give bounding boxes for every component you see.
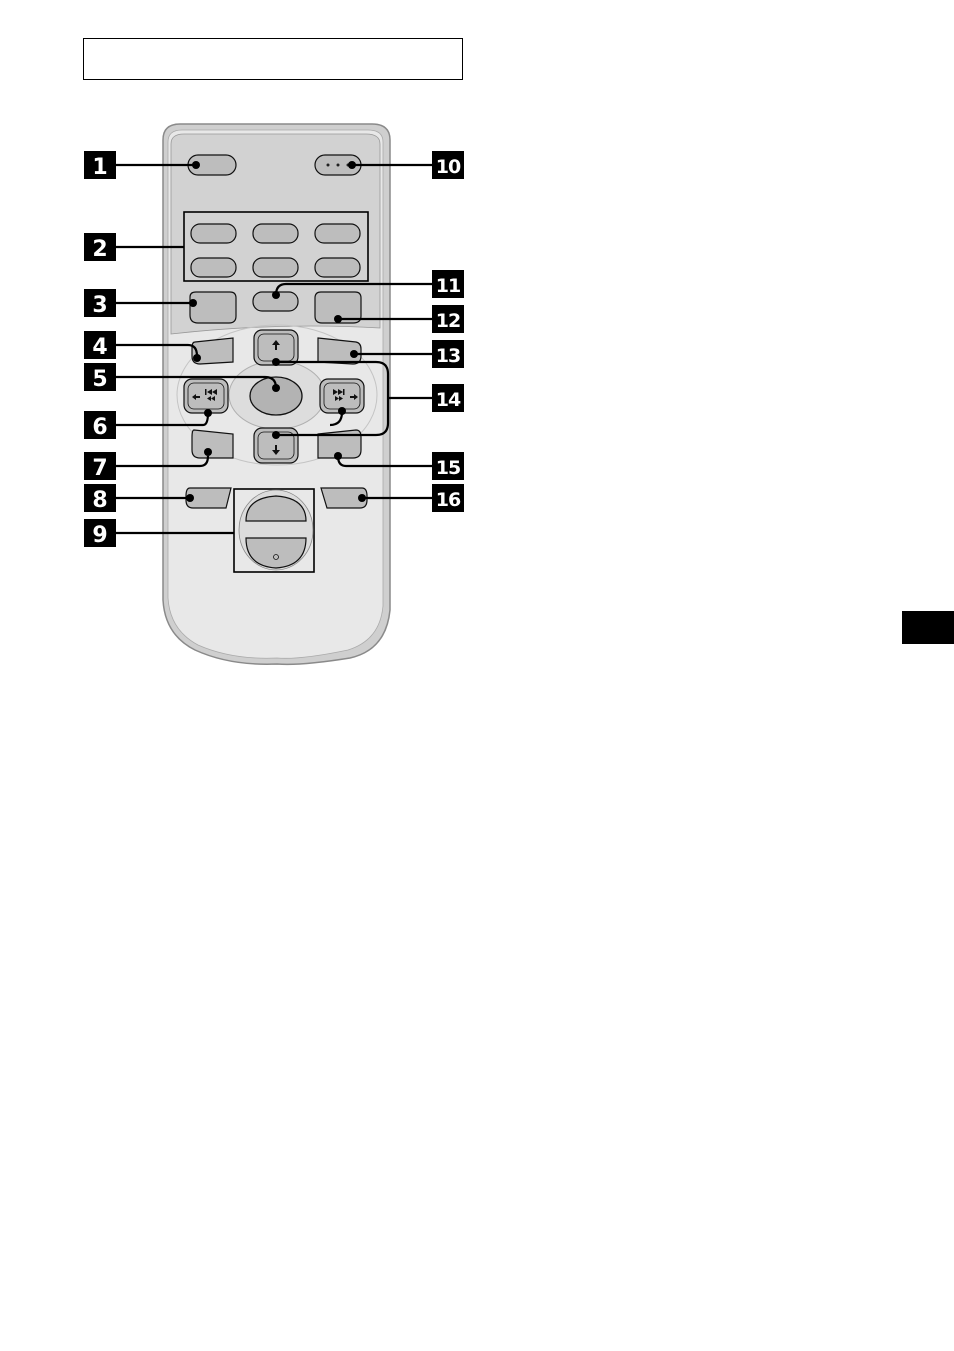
callout-badge-13: 13 xyxy=(432,340,464,368)
callout-badge-14: 14 xyxy=(432,384,464,412)
number-button[interactable] xyxy=(253,224,298,243)
svg-text:14: 14 xyxy=(436,389,461,411)
svg-text:9: 9 xyxy=(92,523,107,548)
callout-badge-5: 5 xyxy=(84,363,116,392)
number-button[interactable] xyxy=(253,258,298,277)
callout-badge-4: 4 xyxy=(84,331,116,360)
svg-text:5: 5 xyxy=(92,367,107,392)
svg-text:13: 13 xyxy=(436,345,460,367)
callout-badge-1: 1 xyxy=(84,151,116,180)
callout-badge-2: 2 xyxy=(84,233,116,262)
callout-badge-7: 7 xyxy=(84,452,116,481)
svg-text:12: 12 xyxy=(436,310,460,332)
remote-control-diagram: 1 2 3 4 5 6 7 8 9 10 11 12 xyxy=(0,0,954,680)
callout-badge-10: 10 xyxy=(432,151,464,179)
callout-badge-8: 8 xyxy=(84,484,116,513)
svg-text:16: 16 xyxy=(436,489,461,511)
svg-text:3: 3 xyxy=(92,293,107,318)
callout-badge-16: 16 xyxy=(432,484,464,512)
callout-badge-12: 12 xyxy=(432,305,464,333)
svg-text:6: 6 xyxy=(92,415,107,440)
callout-badge-11: 11 xyxy=(432,270,464,298)
svg-text:15: 15 xyxy=(436,457,460,479)
number-button[interactable] xyxy=(315,258,360,277)
display-button[interactable] xyxy=(192,430,233,458)
callout-badge-3: 3 xyxy=(84,289,116,318)
svg-text:10: 10 xyxy=(436,156,461,178)
svg-text:1: 1 xyxy=(92,155,107,180)
callout-badge-15: 15 xyxy=(432,452,464,480)
svg-text:11: 11 xyxy=(436,275,460,297)
svg-text:8: 8 xyxy=(92,488,107,513)
number-button[interactable] xyxy=(315,224,360,243)
svg-text:7: 7 xyxy=(92,456,107,481)
svg-text:4: 4 xyxy=(92,335,107,360)
number-button[interactable] xyxy=(191,224,236,243)
callout-badge-6: 6 xyxy=(84,411,116,440)
source-button[interactable] xyxy=(190,292,236,323)
number-button[interactable] xyxy=(191,258,236,277)
svg-text:2: 2 xyxy=(92,237,107,262)
callout-badge-9: 9 xyxy=(84,519,116,548)
